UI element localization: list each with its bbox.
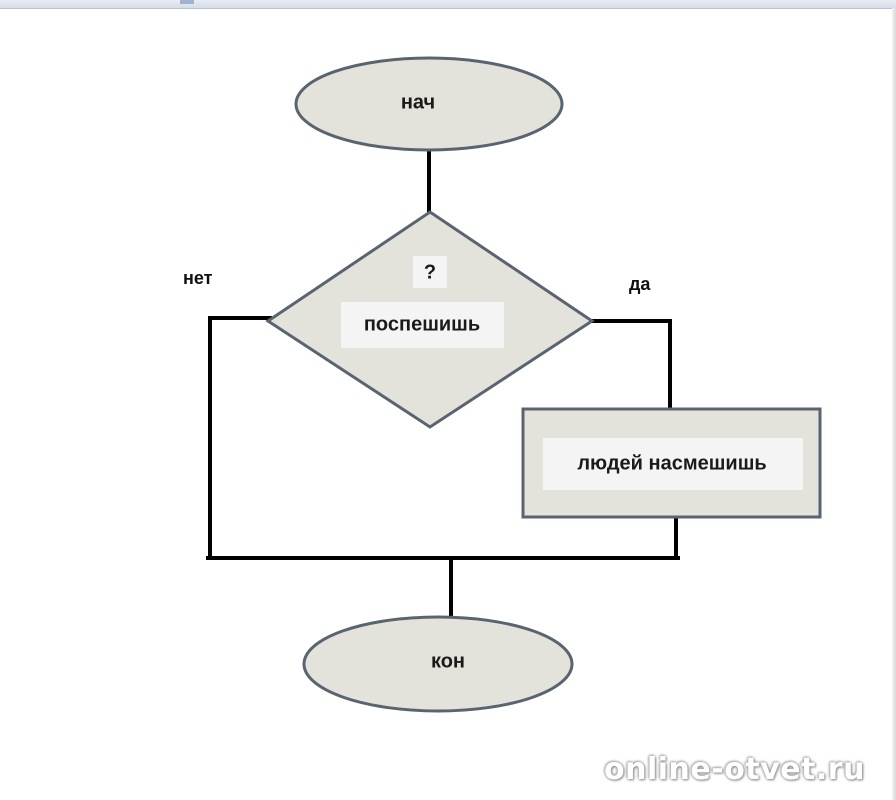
window-right-edge [892, 8, 896, 800]
decision-mark-bg [413, 256, 447, 288]
decision-label: поспешишь [364, 313, 480, 335]
end-label: кон [431, 650, 465, 672]
decision-mark: ? [424, 261, 436, 283]
yes-branch-label: да [629, 274, 651, 294]
end-terminal [302, 615, 574, 713]
process-label-bg [543, 438, 803, 490]
no-branch-label: нет [183, 268, 213, 288]
decision-label-bg [341, 302, 504, 348]
connector-yes-branch [590, 319, 672, 410]
window-marker [180, 0, 194, 4]
start-terminal [294, 56, 564, 152]
watermark: online-otvet.ru [604, 752, 865, 787]
process-label: людей насмешишь [577, 452, 766, 474]
start-label: нач [401, 91, 435, 113]
connector-no-branch [208, 316, 272, 560]
window-top-strip [0, 0, 896, 9]
connectors [206, 150, 680, 620]
